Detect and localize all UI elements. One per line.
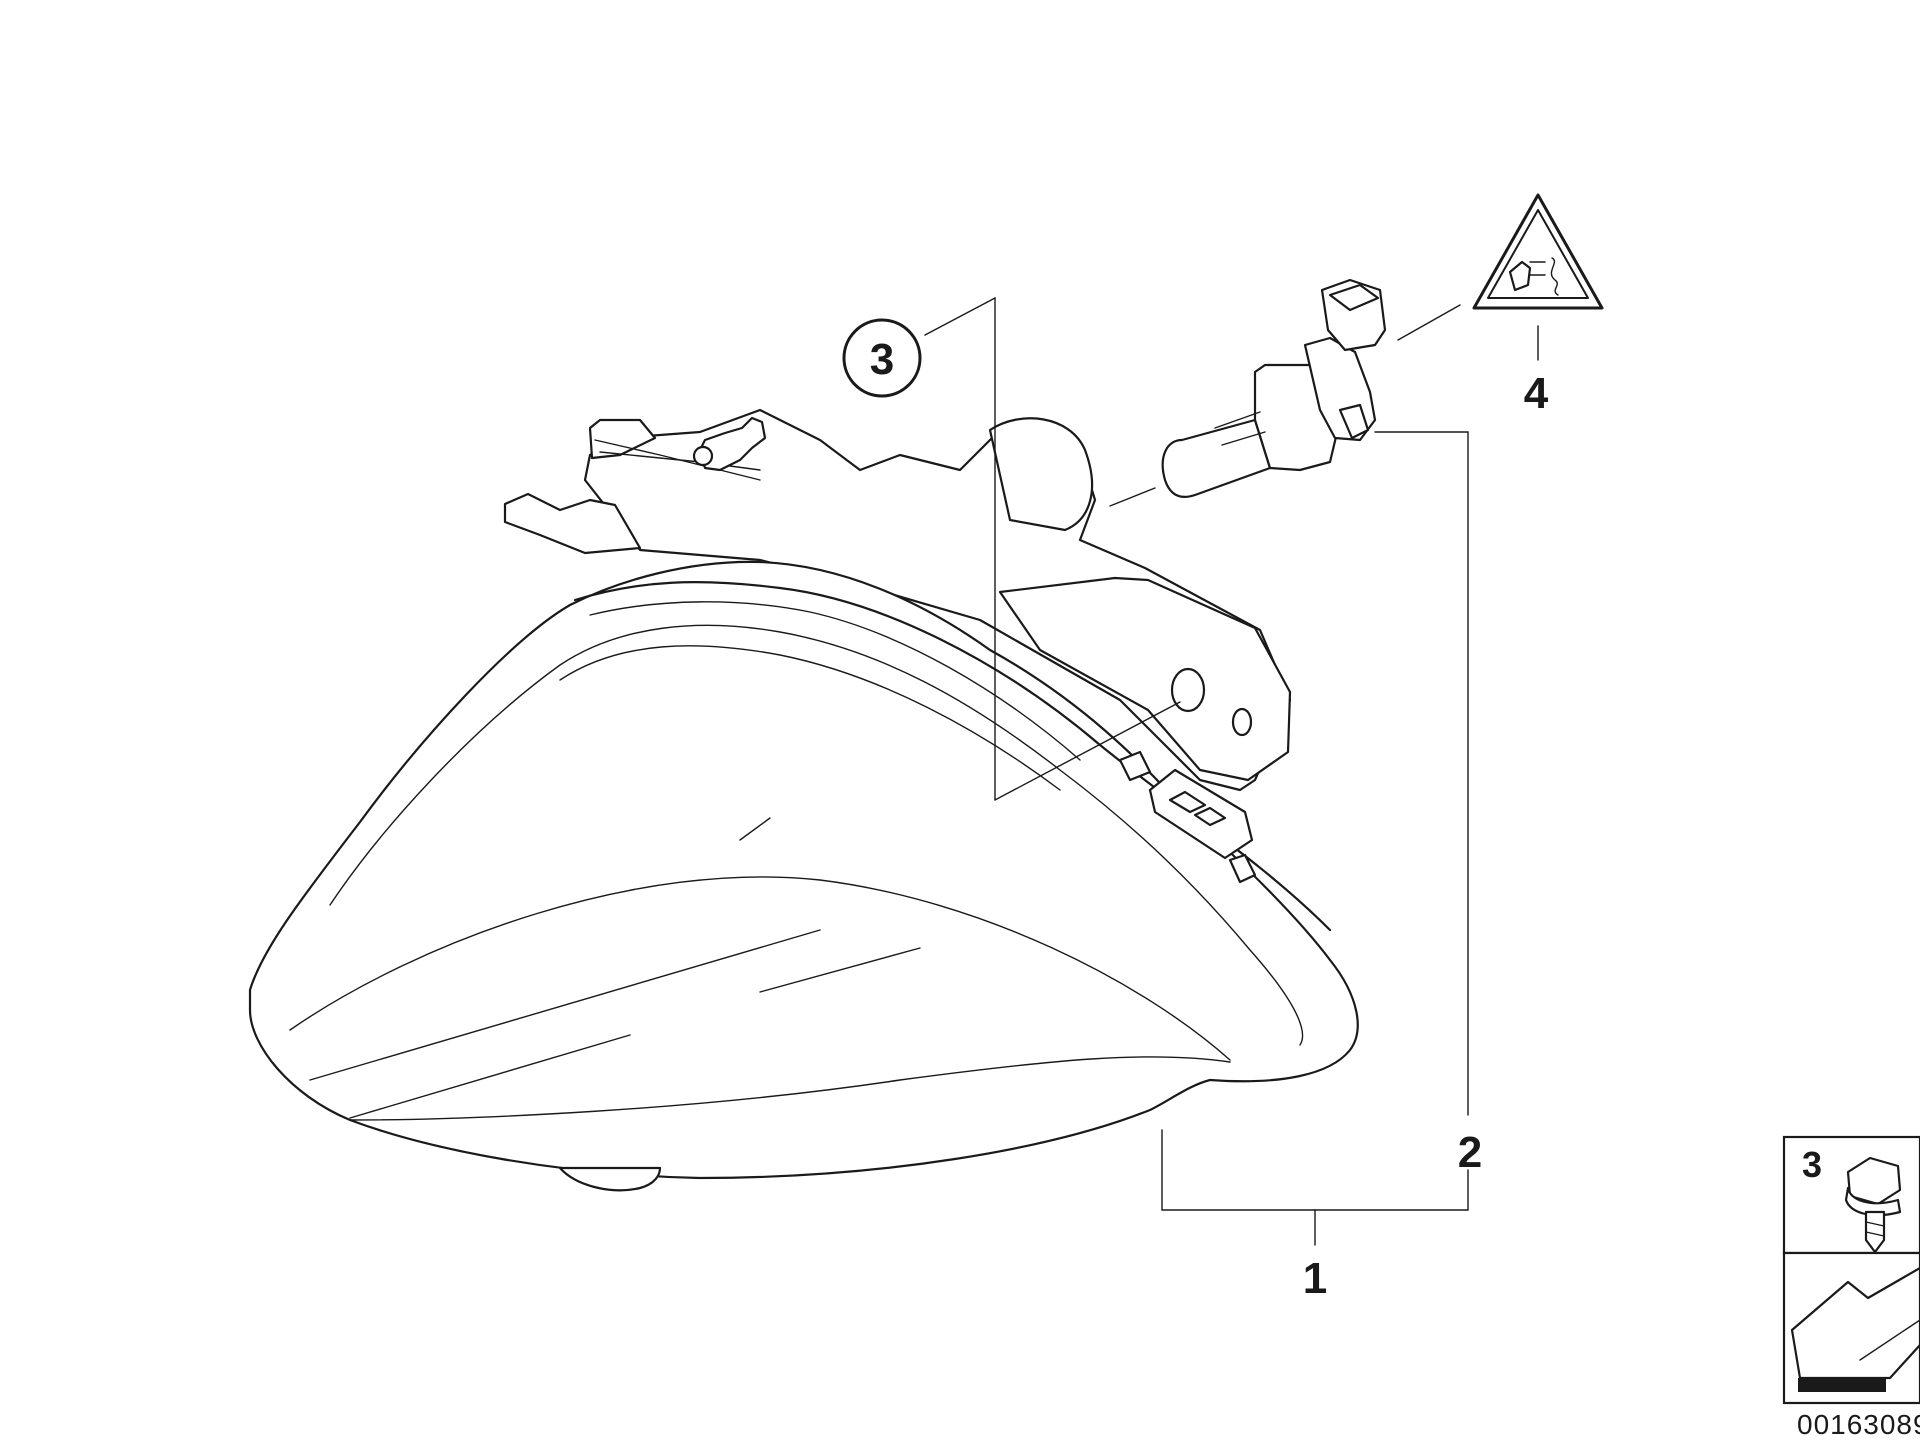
callout-3-label: 3 bbox=[870, 335, 894, 384]
warning-triangle bbox=[1472, 193, 1604, 310]
bezel-clip-lower bbox=[1228, 853, 1257, 884]
callout-4[interactable]: 4 bbox=[1524, 369, 1549, 418]
lamp-bottom-bump bbox=[558, 1166, 662, 1192]
lens-reflection bbox=[309, 929, 821, 1081]
lens-inner-rim bbox=[329, 624, 1304, 1046]
lamp-lens bbox=[248, 560, 1359, 1180]
flange-hole-small bbox=[1231, 707, 1253, 737]
callout-1-label: 1 bbox=[1303, 1254, 1327, 1303]
fog-lamp-assembly[interactable] bbox=[248, 408, 1359, 1192]
direction-arrow-icon bbox=[1790, 1266, 1920, 1392]
flange-hole-large bbox=[1170, 667, 1206, 713]
callout-2[interactable]: 2 bbox=[1458, 1128, 1482, 1177]
legend-box: 3 bbox=[1782, 1135, 1920, 1405]
lamp-rear-housing bbox=[583, 408, 1292, 792]
bulb-assembly[interactable] bbox=[1161, 278, 1387, 498]
lamp-rear-boss bbox=[988, 417, 1094, 532]
bezel-clip-upper bbox=[1118, 750, 1152, 782]
side-mounting-flange bbox=[998, 576, 1292, 782]
bulb-glass bbox=[1161, 418, 1272, 498]
top-mounting-tab bbox=[588, 418, 657, 460]
screw-icon bbox=[1844, 1156, 1902, 1254]
top-mounting-bracket bbox=[503, 492, 642, 555]
diagram-reference-number: 00163089 bbox=[1797, 1409, 1920, 1440]
callout-4-label: 4 bbox=[1524, 369, 1549, 418]
leader-lines bbox=[924, 297, 1539, 1246]
callout-3[interactable]: 3 bbox=[842, 318, 922, 398]
bulb-clip bbox=[1338, 403, 1370, 440]
hot-bulb-icon bbox=[1508, 257, 1559, 296]
legend-screw-number: 3 bbox=[1802, 1144, 1822, 1185]
callout-1[interactable]: 1 bbox=[1303, 1254, 1327, 1303]
callout-2-label: 2 bbox=[1458, 1128, 1482, 1177]
mounting-pin bbox=[698, 416, 767, 472]
